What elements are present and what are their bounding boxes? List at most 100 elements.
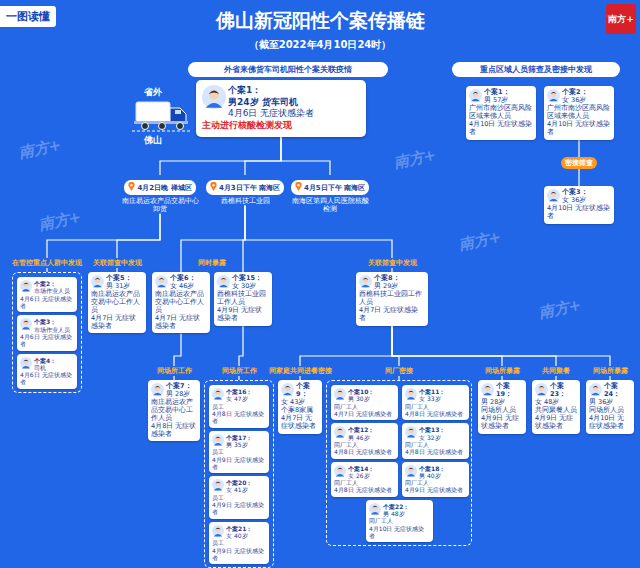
node-text: 员工: [212, 448, 266, 455]
avatar-face: [408, 429, 413, 434]
case-card: 个案2：市场作业人员4月6日 无症状感染者: [17, 277, 77, 312]
case-number: 个案8：: [359, 275, 425, 283]
avatar-hair: [337, 391, 342, 393]
avatar-icon: [20, 280, 32, 292]
avatar-ground: [359, 275, 372, 288]
annotation-label: 同场所工作: [155, 366, 194, 376]
avatar-hair: [551, 192, 557, 194]
node-text: 男 57岁: [469, 97, 533, 105]
case-card: 个案12：男 46岁同厂工人4月8日 无症状感染者: [331, 423, 398, 458]
node-text: 女 46岁: [155, 283, 207, 291]
avatar-icon: [589, 383, 602, 396]
avatar-icon: [217, 275, 230, 288]
avatar-hair: [95, 278, 101, 280]
node-text: 4月7日 无症状感染者: [91, 315, 143, 331]
case-card: 个案14：女 26岁同厂工人4月8日 无症状感染者: [331, 462, 398, 497]
avatar-face: [215, 527, 220, 532]
avatar-ground: [20, 318, 32, 330]
location-place: 南庄易运农产品交易中心卸货: [119, 197, 201, 214]
avatar-icon: [405, 465, 417, 477]
avatar-hair: [209, 90, 220, 94]
avatar-face: [372, 505, 377, 510]
case-number: 个案2：: [20, 280, 74, 287]
case-card: 个案8：男 29岁西樵科技工业园工作人员4月7日 无症状感染者: [356, 272, 428, 326]
case-number: 个案10：: [334, 388, 395, 395]
node-text: 4月10日 无症状感染者: [547, 121, 611, 137]
location-node: 4月3日下午 南海区西樵科技工业园: [204, 175, 286, 205]
case-card: 个案5：男 31岁南庄易运农产品交易中心工作人员4月7日 无症状感染者: [88, 272, 146, 333]
tag-box: 一图读懂: [0, 6, 56, 27]
node-text: 市场作业人员: [20, 326, 74, 333]
avatar-icon: [334, 465, 346, 477]
location-time: 4月3日下午 南海区: [219, 184, 280, 192]
avatar-ground: [212, 388, 224, 400]
avatar-icon: [202, 85, 226, 109]
case-number: 个案11：: [405, 388, 466, 395]
node-text: 同场所人员: [589, 407, 631, 415]
location-pill: 4月3日下午 南海区: [206, 180, 284, 195]
node-text: 外省来佛货车司机阳性个案关联疫情: [192, 64, 384, 75]
avatar-icon: [212, 388, 224, 400]
case-number: 个案16：: [212, 388, 266, 395]
node-text: 员工: [212, 403, 266, 410]
node-text: 4月9日 无症状感染者: [212, 547, 266, 562]
avatar-ground: [405, 426, 417, 438]
node-text: 男 40岁: [405, 472, 466, 479]
avatar-body: [219, 285, 228, 288]
node-text: 同厂工人: [369, 517, 430, 524]
case-card: 个案15：女 30岁西樵科技工业园工作人员4月9日 无症状感染者: [214, 272, 272, 326]
group-heading: 在管控重点人群中发现: [10, 258, 84, 268]
node-text: 4月6日 无症状感染者: [20, 333, 74, 348]
avatar-body: [283, 393, 292, 396]
node-text: 女 26岁: [334, 472, 395, 479]
avatar-icon: [334, 388, 346, 400]
node-text: 4月6日 无症状感染者: [20, 295, 74, 310]
truck-illustration: [134, 102, 188, 130]
node-text: 4月9日 无症状感染者: [535, 415, 577, 431]
avatar-body: [157, 285, 166, 288]
avatar-body: [22, 366, 30, 368]
node-text: 男 28岁: [151, 391, 197, 399]
avatar-ground: [202, 85, 226, 109]
node-text: 4月9日 无症状感染者: [212, 501, 266, 516]
case-number: 个案18：: [405, 465, 466, 472]
avatar-body: [483, 393, 492, 396]
avatar-hair: [337, 429, 342, 431]
avatar-icon: [20, 318, 32, 330]
annotation-label: 共同聚餐: [540, 366, 572, 376]
avatar-hair: [363, 278, 369, 280]
node-text: 男 29岁: [359, 283, 425, 291]
avatar-hair: [408, 391, 413, 393]
avatar-body: [93, 285, 102, 288]
avatar-face: [23, 359, 28, 364]
node-text: 女 47岁: [212, 395, 266, 402]
avatar-hair: [473, 92, 479, 94]
avatar-hair: [285, 386, 291, 388]
avatar-icon: [359, 275, 372, 288]
avatar-face: [221, 277, 226, 282]
connector-line: [181, 205, 245, 272]
node-text: 一图读懂: [6, 9, 50, 24]
avatar-ground: [155, 275, 168, 288]
avatar-body: [549, 99, 558, 102]
location-time: 4月5日下午 南海区: [304, 184, 365, 192]
avatar-body: [361, 285, 370, 288]
avatar-ground: [334, 388, 346, 400]
avatar-face: [285, 385, 290, 390]
annotation-label: 同时暴露: [196, 258, 228, 268]
case-card: 个案1：男 57岁广州市南沙区高风险区域来佛人员4月10日 无症状感染者: [466, 86, 536, 140]
node-text: 西樵科技工业园工作人员: [359, 291, 425, 307]
watermark: 南方+: [15, 135, 65, 163]
node-text: 南庄易运农产品交易中心工作人员: [91, 291, 143, 315]
node-text: 男 28岁: [481, 399, 523, 407]
case-number: 个案20：: [212, 479, 266, 486]
node-text: 女 32岁: [405, 434, 466, 441]
location-pin: [210, 182, 217, 191]
node-text: 4月7日 无症状感染者: [155, 315, 207, 331]
avatar-ground: [212, 479, 224, 491]
avatar-face: [363, 277, 368, 282]
case-card: 个案11：女 33岁同厂工人4月8日 无症状感染者: [402, 385, 469, 420]
avatar-hair: [159, 278, 165, 280]
avatar-ground: [212, 525, 224, 537]
avatar-hair: [23, 321, 28, 323]
